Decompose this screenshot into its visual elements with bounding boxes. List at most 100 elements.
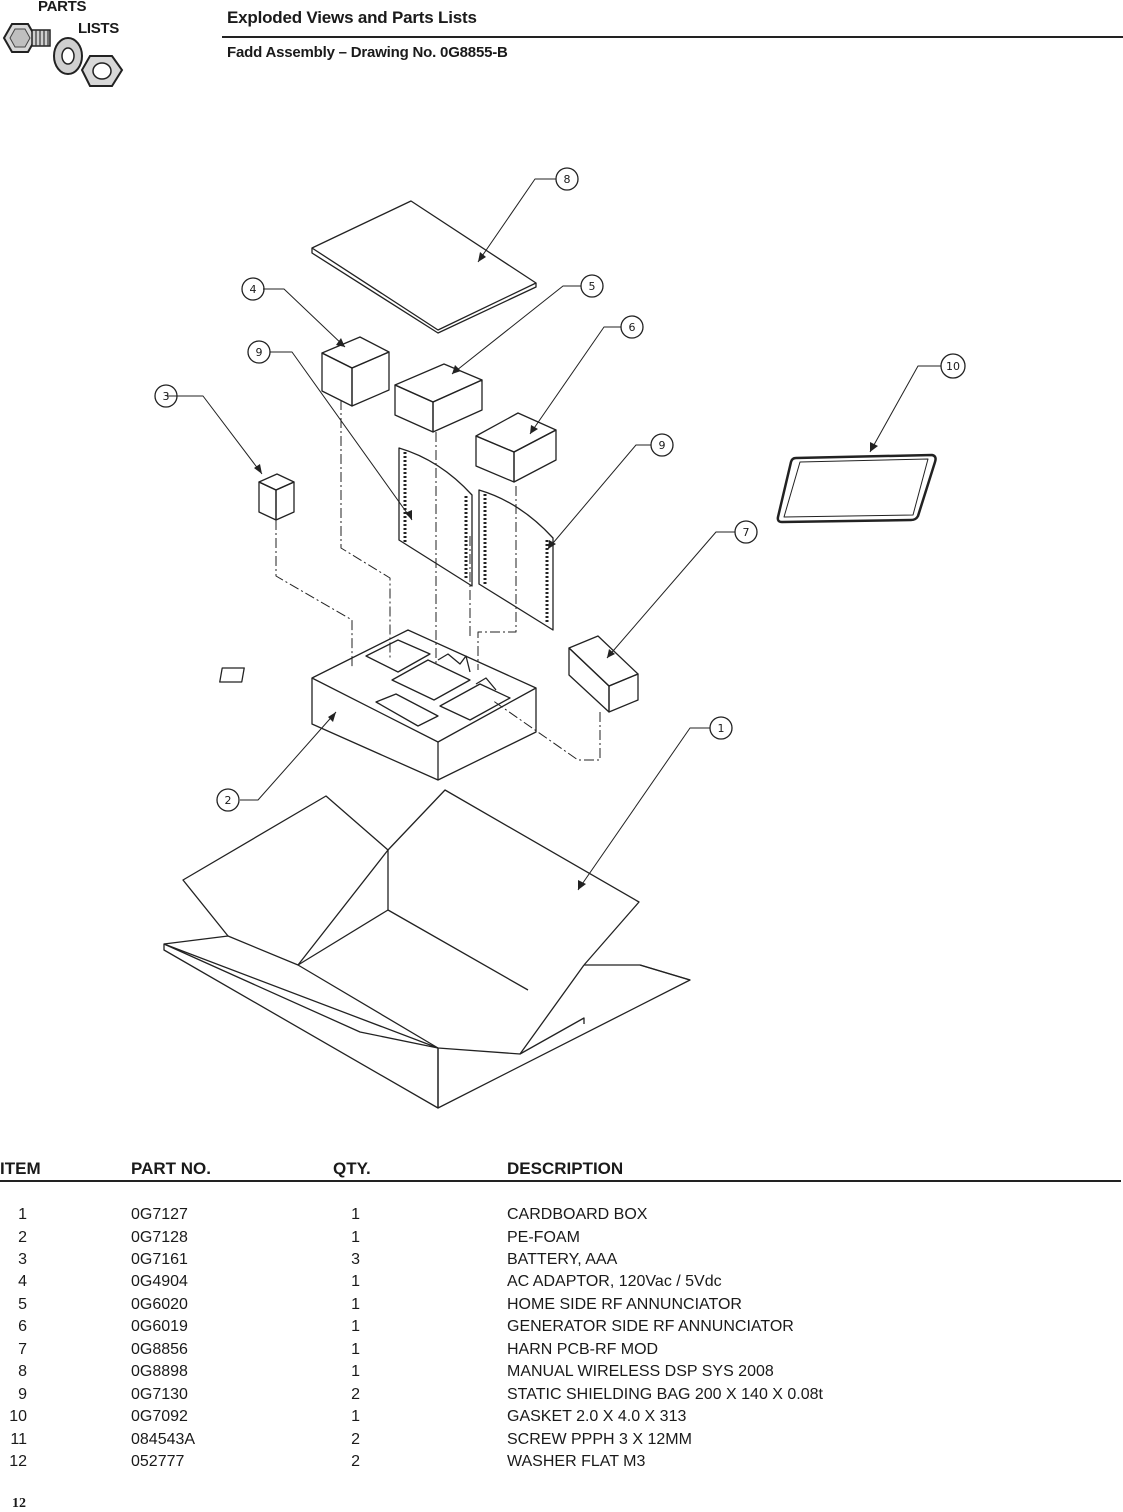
- table-row: 5 0G6020 1 HOME SIDE RF ANNUNCIATOR: [0, 1296, 1123, 1318]
- table-row: 11 084543A 2 SCREW PPPH 3 X 12MM: [0, 1431, 1123, 1453]
- cell-qty: 1: [351, 1273, 360, 1290]
- cell-qty: 2: [351, 1431, 360, 1448]
- callout-arrowheads: [254, 252, 878, 890]
- battery-part: [258, 473, 295, 521]
- cell-qty: 1: [351, 1318, 360, 1335]
- cell-part-no: 0G7128: [131, 1229, 188, 1246]
- cell-part-no: 084543A: [131, 1431, 196, 1448]
- cell-item: 10: [9, 1408, 27, 1425]
- callout-10: 10: [940, 353, 966, 379]
- harness-pcb-part: [568, 635, 639, 713]
- cell-qty: 1: [351, 1408, 360, 1425]
- cell-item: 9: [18, 1386, 27, 1403]
- table-row: 10 0G7092 1 GASKET 2.0 X 4.0 X 313: [0, 1408, 1123, 1430]
- cell-qty: 2: [351, 1386, 360, 1403]
- callout-leaders: [167, 178, 941, 891]
- cell-qty: 1: [351, 1363, 360, 1380]
- cell-description: GASKET 2.0 X 4.0 X 313: [507, 1408, 687, 1425]
- svg-text:7: 7: [743, 526, 750, 539]
- logo-text-lists: LISTS: [78, 20, 120, 37]
- table-row: 12 052777 2 WASHER FLAT M3: [0, 1453, 1123, 1475]
- cell-description: GENERATOR SIDE RF ANNUNCIATOR: [507, 1318, 794, 1335]
- bolt-nut-washer-icon: [2, 23, 124, 87]
- cell-description: PE-FOAM: [507, 1229, 580, 1246]
- cell-description: MANUAL WIRELESS DSP SYS 2008: [507, 1363, 774, 1380]
- callout-8: 8: [555, 167, 579, 191]
- svg-text:9: 9: [659, 439, 666, 452]
- cell-item: 12: [9, 1453, 27, 1470]
- exploded-view-drawing: 8 4 5 6 9 3 10 9 7 1 2: [154, 167, 966, 1109]
- cell-part-no: 0G7161: [131, 1251, 188, 1268]
- column-header-qty: QTY.: [333, 1159, 371, 1178]
- cell-description: WASHER FLAT M3: [507, 1453, 646, 1470]
- cell-qty: 2: [351, 1453, 360, 1470]
- column-header-item: ITEM: [0, 1159, 41, 1178]
- cell-item: 5: [18, 1296, 27, 1313]
- callout-4: 4: [241, 277, 265, 301]
- page-title: Exploded Views and Parts Lists: [227, 8, 477, 27]
- cell-item: 7: [18, 1341, 27, 1358]
- cell-part-no: 0G7127: [131, 1206, 188, 1223]
- cell-part-no: 0G8856: [131, 1341, 188, 1358]
- cell-part-no: 0G7092: [131, 1408, 188, 1425]
- cell-qty: 3: [351, 1251, 360, 1268]
- cell-description: SCREW PPPH 3 X 12MM: [507, 1431, 692, 1448]
- cell-description: STATIC SHIELDING BAG 200 X 140 X 0.08t: [507, 1386, 823, 1403]
- svg-text:10: 10: [946, 360, 960, 373]
- cell-qty: 1: [351, 1341, 360, 1358]
- table-row: 3 0G7161 3 BATTERY, AAA: [0, 1251, 1123, 1273]
- cell-description: CARDBOARD BOX: [507, 1206, 648, 1223]
- cell-part-no: 0G6020: [131, 1296, 188, 1313]
- table-header-rule: [0, 1180, 1121, 1182]
- cell-description: HARN PCB-RF MOD: [507, 1341, 659, 1358]
- svg-text:1: 1: [718, 722, 725, 735]
- cardboard-box-part: [163, 789, 691, 1109]
- manual-sheet-part: [311, 200, 537, 334]
- parts-lists-logo: PARTS LISTS: [0, 0, 140, 100]
- generator-side-annunciator-part: [475, 412, 557, 483]
- cell-item: 8: [18, 1363, 27, 1380]
- callout-3: 3: [154, 384, 178, 408]
- callout-1: 1: [709, 716, 733, 740]
- cell-item: 2: [18, 1229, 27, 1246]
- cell-item: 1: [18, 1206, 27, 1223]
- cell-part-no: 0G4904: [131, 1273, 188, 1290]
- cell-description: HOME SIDE RF ANNUNCIATOR: [507, 1296, 742, 1313]
- callout-9-left: 9: [247, 340, 271, 364]
- svg-text:5: 5: [589, 280, 596, 293]
- column-header-description: DESCRIPTION: [507, 1159, 624, 1178]
- svg-text:6: 6: [629, 321, 636, 334]
- cell-qty: 1: [351, 1229, 360, 1246]
- column-header-part-no: PART NO.: [131, 1159, 211, 1178]
- pe-foam-part: [219, 629, 537, 781]
- table-row: 6 0G6019 1 GENERATOR SIDE RF ANNUNCIATOR: [0, 1318, 1123, 1340]
- cell-part-no: 0G6019: [131, 1318, 188, 1335]
- cell-item: 4: [18, 1273, 27, 1290]
- callout-2: 2: [216, 788, 240, 812]
- cell-item: 11: [10, 1431, 27, 1448]
- cell-qty: 1: [351, 1206, 360, 1223]
- table-row: 9 0G7130 2 STATIC SHIELDING BAG 200 X 14…: [0, 1386, 1123, 1408]
- cell-item: 3: [18, 1251, 27, 1268]
- cell-description: AC ADAPTOR, 120Vac / 5Vdc: [507, 1273, 722, 1290]
- cell-description: BATTERY, AAA: [507, 1251, 618, 1268]
- table-row: 2 0G7128 1 PE-FOAM: [0, 1229, 1123, 1251]
- svg-text:9: 9: [256, 346, 263, 359]
- home-side-annunciator-part: [394, 363, 483, 433]
- cell-part-no: 0G7130: [131, 1386, 188, 1403]
- assembly-centerlines: [275, 400, 601, 761]
- table-row: 8 0G8898 1 MANUAL WIRELESS DSP SYS 2008: [0, 1363, 1123, 1385]
- table-row: 4 0G4904 1 AC ADAPTOR, 120Vac / 5Vdc: [0, 1273, 1123, 1295]
- callout-7: 7: [734, 520, 758, 544]
- svg-text:2: 2: [225, 794, 232, 807]
- drawing-subtitle: Fadd Assembly – Drawing No. 0G8855-B: [227, 44, 508, 61]
- svg-text:3: 3: [163, 390, 170, 403]
- static-bag-left-part: [398, 447, 473, 587]
- cell-qty: 1: [351, 1296, 360, 1313]
- cell-part-no: 0G8898: [131, 1363, 188, 1380]
- static-bag-right-part: [478, 489, 554, 631]
- gasket-part: [776, 453, 937, 524]
- header-divider: [222, 36, 1123, 38]
- cell-item: 6: [18, 1318, 27, 1335]
- svg-text:8: 8: [564, 173, 571, 186]
